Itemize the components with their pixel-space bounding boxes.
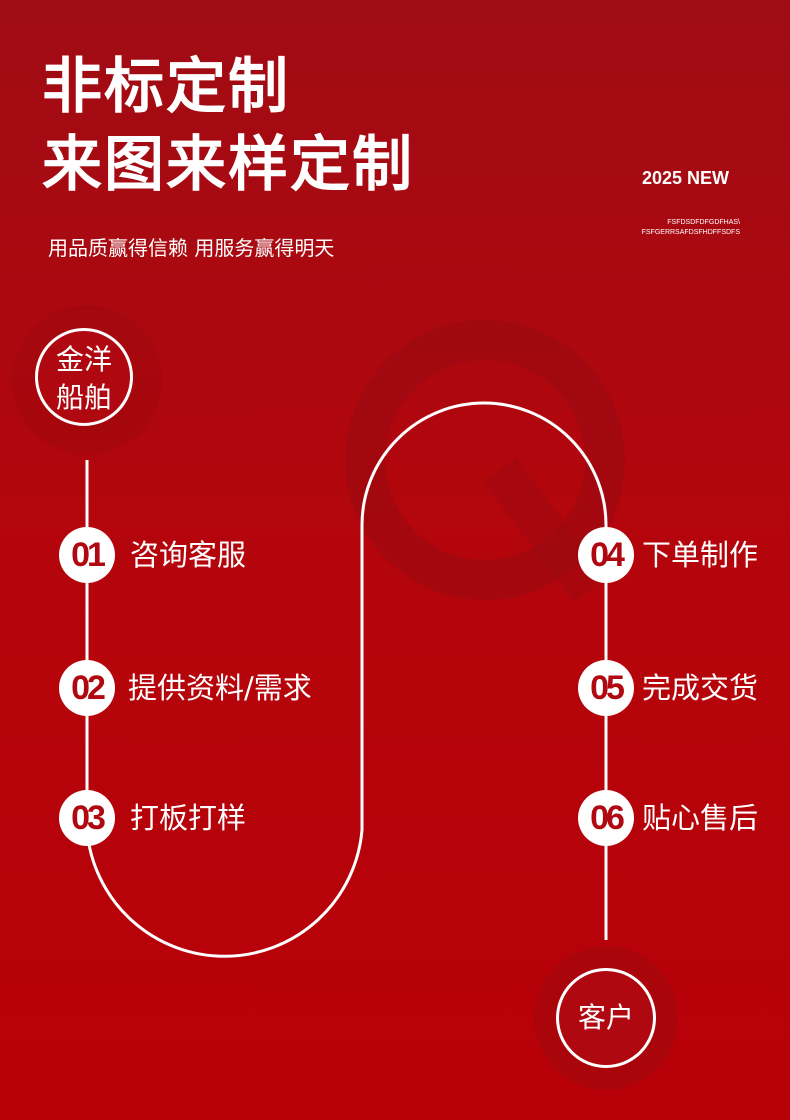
- small-text: FSFDSDFDFGDFHAS\ FSFGERRSAFDSFHDFFSDFS: [642, 218, 740, 238]
- step-label: 咨询客服: [130, 538, 247, 572]
- step-number: 06: [578, 790, 634, 846]
- process-path: [85, 401, 608, 958]
- gear-icon: [345, 320, 625, 600]
- small-text-line: FSFGERRSAFDSFHDFFSDFS: [641, 229, 740, 236]
- small-text-line: FSFDSDFDFGDFHAS\: [667, 219, 740, 226]
- start-line1: 金洋: [55, 343, 112, 376]
- end-circle: 客户: [556, 968, 656, 1068]
- step-number: 05: [578, 660, 634, 716]
- step-label: 贴心售后: [642, 801, 759, 835]
- wrench-icon: [484, 458, 606, 602]
- title-line1: 非标定制: [42, 52, 290, 122]
- title-line2: 来图来样定制: [42, 130, 414, 200]
- step-label: 打板打样: [130, 801, 247, 835]
- new-badge: 2025 NEW: [642, 168, 730, 188]
- start-circle: 金洋 船舶: [35, 328, 133, 426]
- step-number: 01: [59, 527, 115, 583]
- step-label: 提供资料/需求: [128, 671, 312, 705]
- subtitle: 用品质赢得信赖 用服务赢得明天: [48, 236, 335, 260]
- step-label: 完成交货: [642, 671, 759, 705]
- start-line2: 船舶: [55, 381, 112, 414]
- step-number: 02: [59, 660, 115, 716]
- step-number: 04: [578, 527, 634, 583]
- step-label: 下单制作: [642, 538, 759, 572]
- step-number: 03: [59, 790, 115, 846]
